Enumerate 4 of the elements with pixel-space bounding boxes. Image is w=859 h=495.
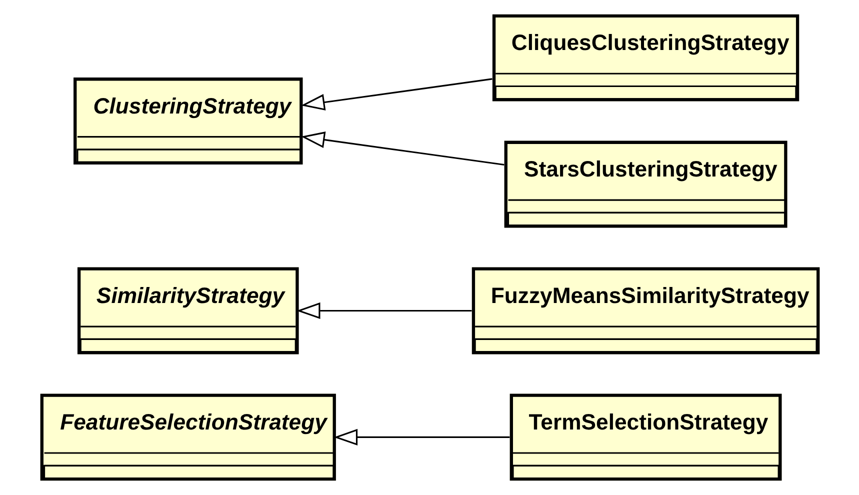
arrow <box>296 302 472 320</box>
arrow <box>333 428 510 446</box>
arrow <box>300 132 504 166</box>
arrow <box>300 78 492 110</box>
